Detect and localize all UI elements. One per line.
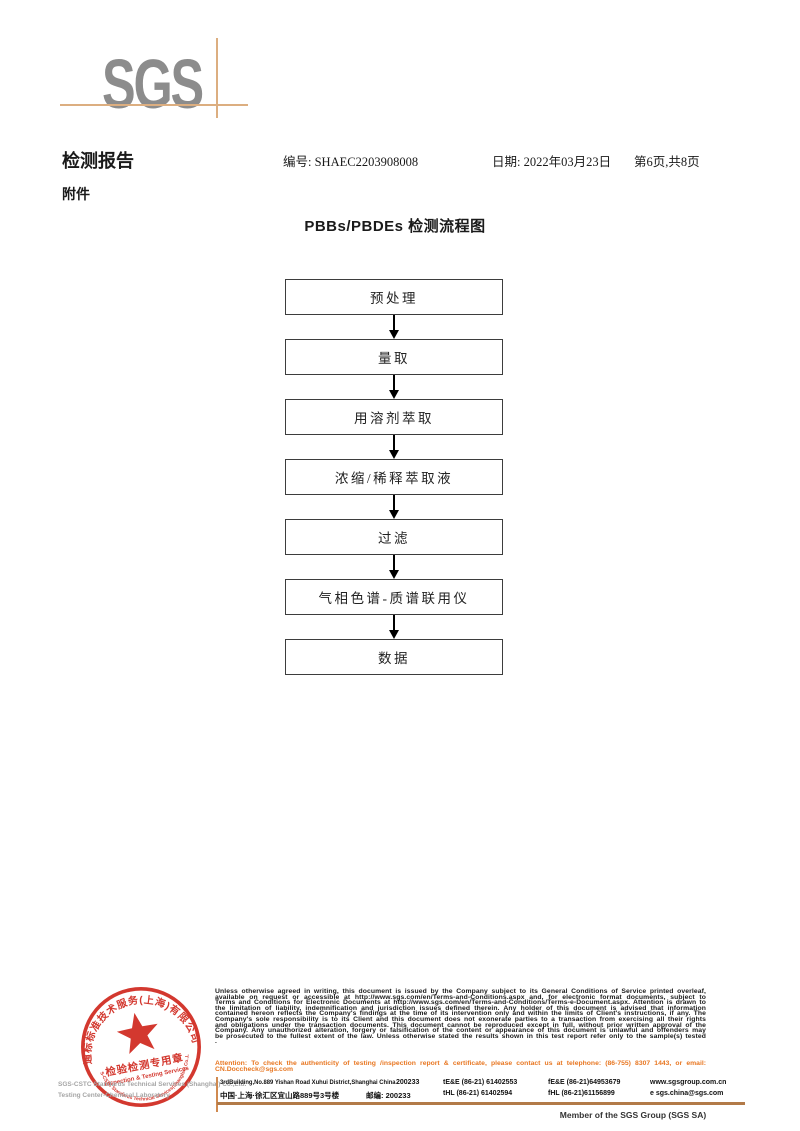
phone-ee: tE&E (86-21) 61402553	[443, 1079, 518, 1086]
flow-arrow-icon	[285, 435, 503, 459]
inspection-stamp-icon: 通标标准技术服务(上海)有限公司 SGS-CSTC Standards Tech…	[67, 973, 202, 1114]
flow-arrow-icon	[285, 495, 503, 519]
phone-hl: tHL (86-21) 61402594	[443, 1090, 513, 1097]
flow-step-filter: 过滤	[285, 519, 503, 555]
flow-arrow-icon	[285, 615, 503, 639]
sgs-member-line: Member of the SGS Group (SGS SA)	[559, 1110, 707, 1120]
page-indicator: 第6页,共8页	[634, 155, 700, 169]
postcode-english: 200233	[396, 1079, 420, 1086]
flow-step-solvent-extraction: 用溶剂萃取	[285, 399, 503, 435]
report-date-label: 日期:	[492, 155, 521, 169]
lab-name-line1: SGS-CSTC Standards Technical Services (S…	[58, 1081, 247, 1088]
postcode-chinese-value: 200233	[385, 1090, 411, 1100]
address-english: 3rdBuilding,No.889 Yishan Road Xuhui Dis…	[220, 1079, 396, 1086]
terms-disclaimer: Unless otherwise agreed in writing, this…	[215, 988, 706, 1046]
flow-step-gcms: 气相色谱-质谱联用仪	[285, 579, 503, 615]
flow-step-concentrate-dilute: 浓缩/稀释萃取液	[285, 459, 503, 495]
flow-arrow-icon	[285, 315, 503, 339]
attention-notice: Attention: To check the authenticity of …	[215, 1060, 706, 1073]
flow-step-data: 数据	[285, 639, 503, 675]
attachment-label: 附件	[62, 188, 90, 203]
stamp-star-icon	[116, 1012, 158, 1055]
logo-crosshair-vertical	[216, 38, 218, 118]
flow-arrow-icon	[285, 555, 503, 579]
postcode-chinese: 邮编: 200233	[366, 1090, 411, 1101]
flowchart-title: PBBs/PBDEs 检测流程图	[304, 218, 486, 235]
report-number: 编号: SHAEC2203908008	[283, 151, 418, 170]
report-date-value: 2022年03月23日	[523, 155, 612, 169]
report-number-label: 编号:	[283, 155, 312, 169]
email-address: e sgs.china@sgs.com	[650, 1090, 724, 1097]
page-title: 检测报告	[62, 151, 134, 171]
lab-name-line2: Testing Center-Chemical Laboratory	[58, 1092, 170, 1099]
flowchart: 预处理 量取 用溶剂萃取 浓缩/稀释萃取液 过滤 气相色谱-质谱联用仪 数据	[285, 279, 503, 675]
footer-crosshair-vertical	[216, 1077, 218, 1112]
flow-arrow-icon	[285, 375, 503, 399]
logo-crosshair-horizontal	[60, 104, 248, 106]
report-date: 日期: 2022年03月23日	[492, 151, 611, 170]
postcode-chinese-label: 邮编:	[366, 1090, 384, 1100]
address-chinese: 中国·上海·徐汇区宜山路889号3号楼	[220, 1090, 340, 1100]
fax-ee: fE&E (86-21)64953679	[548, 1079, 621, 1086]
sgs-logo: SGS	[102, 45, 204, 123]
website-url: www.sgsgroup.com.cn	[650, 1079, 727, 1086]
fax-hl: fHL (86-21)61156899	[548, 1090, 615, 1097]
footer-divider	[217, 1102, 745, 1105]
report-number-value: SHAEC2203908008	[314, 155, 419, 169]
flow-step-pretreatment: 预处理	[285, 279, 503, 315]
flow-step-measure: 量取	[285, 339, 503, 375]
